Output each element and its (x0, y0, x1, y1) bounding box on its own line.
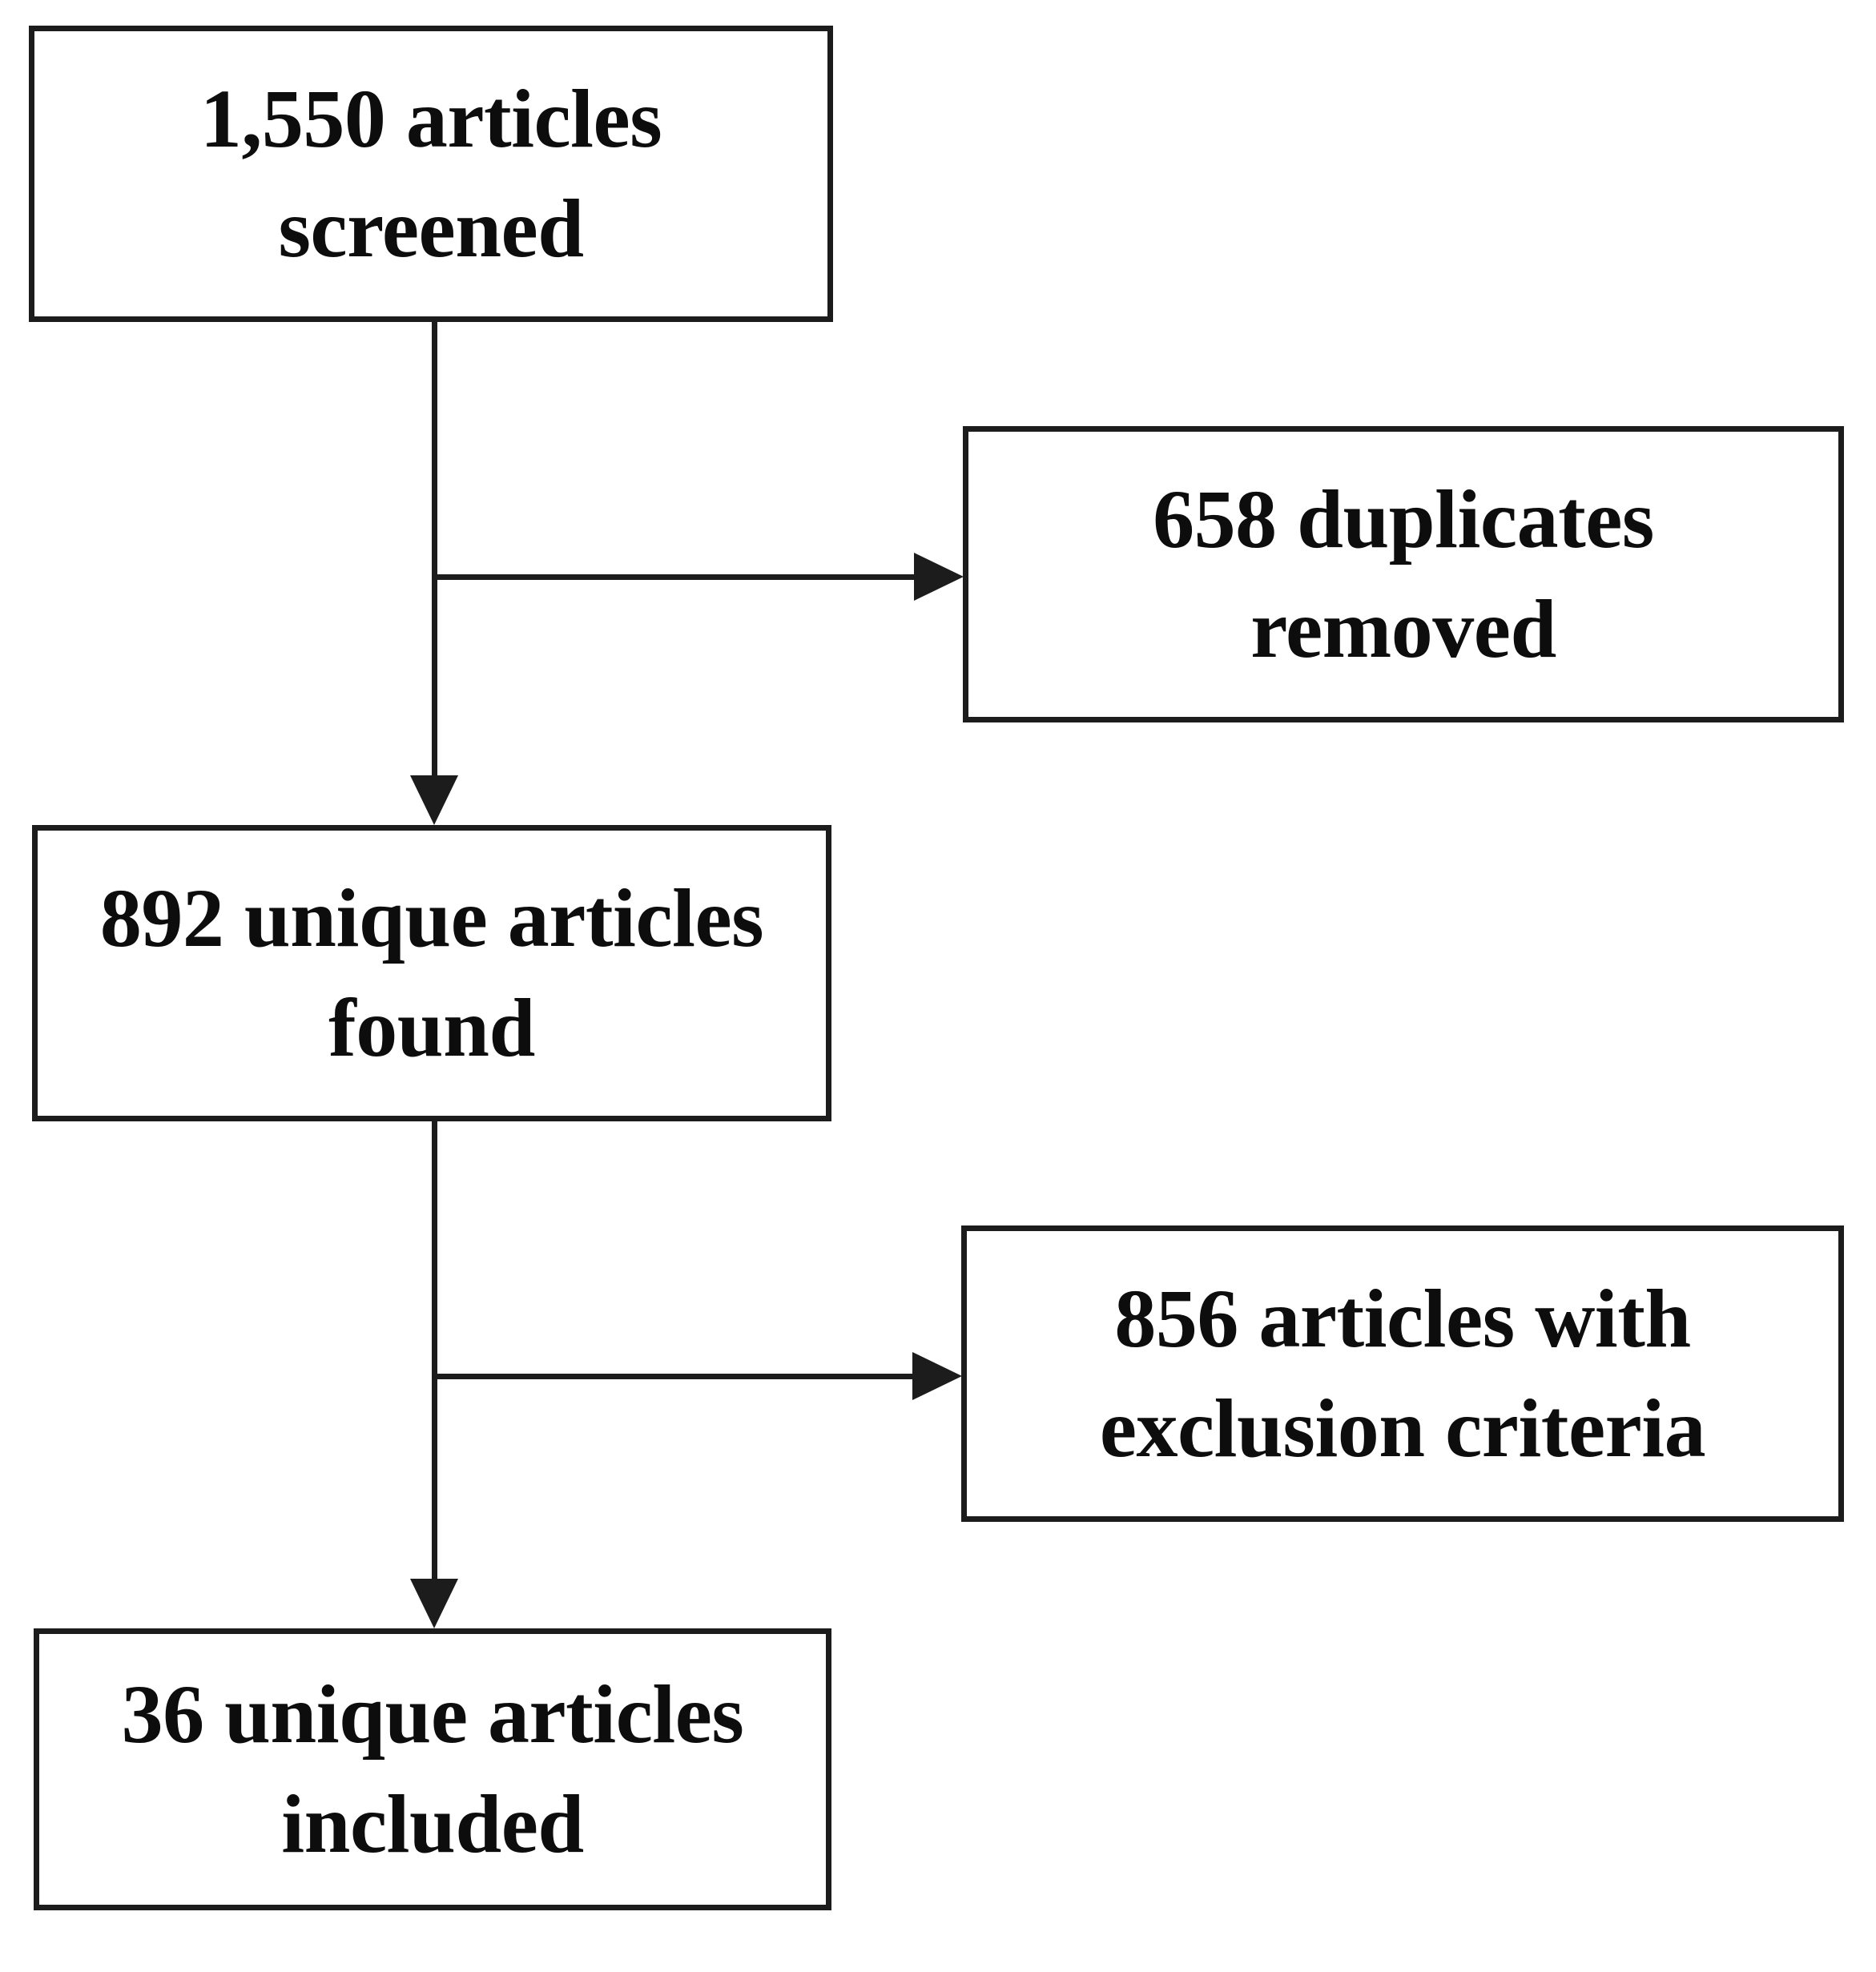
arrowhead-right-into-duplicates (914, 553, 964, 601)
flow-node-label-articles-screened: 1,550 articles screened (199, 72, 662, 275)
flow-node-articles-screened: 1,550 articles screened (29, 26, 833, 322)
flow-node-duplicates-removed: 658 duplicates removed (963, 426, 1844, 722)
arrowhead-down-into-unique-found (410, 775, 458, 825)
flow-node-label-unique-articles-found: 892 unique articles found (99, 871, 764, 1074)
flow-node-articles-with-exclusion-criteria: 856 articles with exclusion criteria (961, 1225, 1844, 1522)
arrowhead-down-into-included (410, 1579, 458, 1628)
connector-screened-to-duplicates-line (432, 574, 914, 580)
connector-unique-found-to-excluded-line (432, 1374, 912, 1379)
flow-node-label-articles-with-exclusion-criteria: 856 articles with exclusion criteria (1099, 1272, 1706, 1475)
connector-screened-to-unique-found-line (432, 322, 437, 775)
connector-unique-found-to-included-line (432, 1121, 437, 1579)
flow-node-label-duplicates-removed: 658 duplicates removed (1153, 473, 1654, 675)
flow-node-label-unique-articles-included: 36 unique articles included (121, 1668, 744, 1870)
flow-node-unique-articles-included: 36 unique articles included (34, 1628, 831, 1910)
flow-node-unique-articles-found: 892 unique articles found (32, 825, 831, 1121)
arrowhead-right-into-excluded (912, 1352, 962, 1400)
